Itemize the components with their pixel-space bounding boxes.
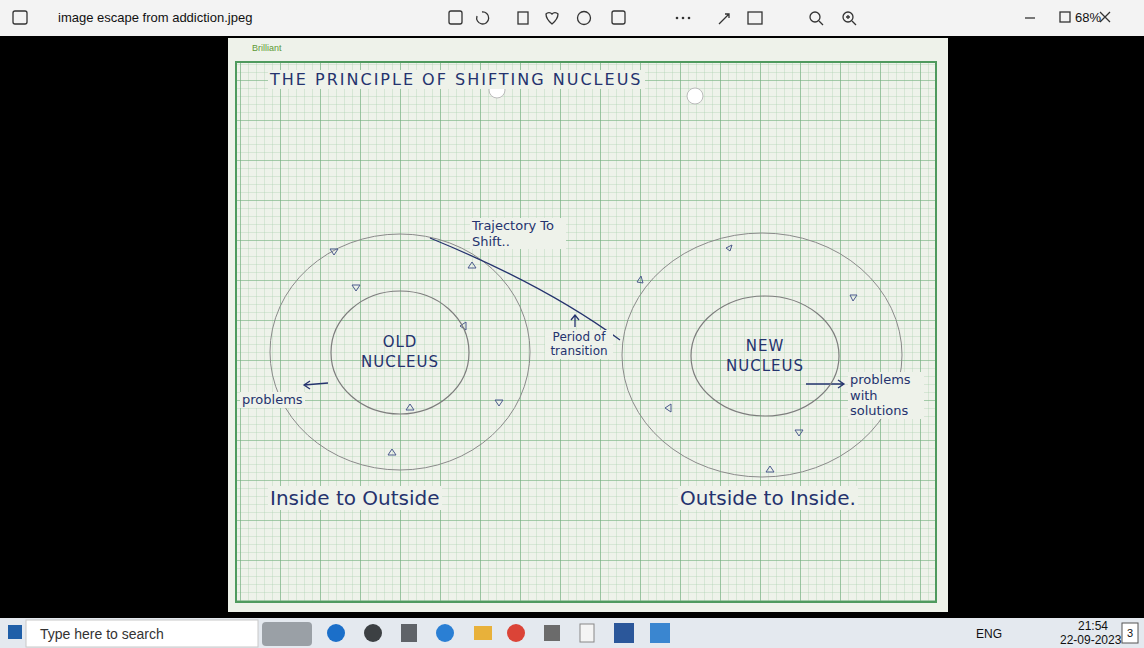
nucleus-text-wrap: OLD NUCLEUS xyxy=(330,332,470,373)
clock-date: 22-09-2023 xyxy=(1060,633,1121,647)
circle-line xyxy=(691,296,839,416)
outer-circle xyxy=(270,234,530,470)
search-placeholder: Type here to search xyxy=(40,626,164,643)
nucleus-label: OLD NUCLEUS xyxy=(352,332,448,373)
title-bar xyxy=(0,0,1144,36)
grid-fine xyxy=(236,62,936,602)
up-arrow xyxy=(571,315,579,327)
trajectory-curve xyxy=(430,238,620,340)
punch-hole xyxy=(687,88,703,104)
direction-caption: Inside to Outside xyxy=(268,486,442,510)
nucleus-text-wrap: NEW NUCLEUS xyxy=(690,336,840,377)
more-dots xyxy=(676,17,691,20)
circle-outline xyxy=(330,290,470,415)
taskbar xyxy=(0,618,1144,648)
triangle-marks xyxy=(330,245,857,472)
leader-arrow xyxy=(304,381,328,389)
trajectory-note: Trajectory To Shift.. xyxy=(470,218,566,249)
paper-brand: Brilliant xyxy=(252,43,282,54)
nucleus-circle: OLD NUCLEUS xyxy=(330,290,470,415)
transition-note: Period of transition xyxy=(545,330,613,359)
toolbar-icons xyxy=(13,11,1110,25)
graph-paper xyxy=(228,38,948,612)
nucleus-circle: NEW NUCLEUS xyxy=(690,295,840,417)
taskbar-icons xyxy=(327,623,1138,643)
diagram-title: THE PRINCIPLE OF SHIFTING NUCLEUS xyxy=(268,70,645,89)
solutions-note: problems with solutions xyxy=(848,372,924,419)
outer-circle xyxy=(622,233,902,477)
file-name: image escape from addiction.jpeg xyxy=(58,10,252,26)
direction-caption: Outside to Inside. xyxy=(678,486,858,510)
language-indicator: ENG xyxy=(976,627,1002,641)
circle-line xyxy=(331,291,469,414)
notification-count: 3 xyxy=(1127,627,1133,640)
grid-bold xyxy=(236,62,936,602)
nucleus-label: NEW NUCLEUS xyxy=(715,336,815,377)
start-button xyxy=(8,625,22,639)
zoom-level: 68% xyxy=(1075,10,1101,26)
paper-border xyxy=(236,62,936,602)
search-art xyxy=(262,622,312,646)
search-box xyxy=(26,620,258,647)
leader-arrow xyxy=(806,380,844,388)
circle-outline xyxy=(690,295,840,417)
clock-time: 21:54 xyxy=(1078,619,1108,633)
problems-note: problems xyxy=(240,392,305,408)
